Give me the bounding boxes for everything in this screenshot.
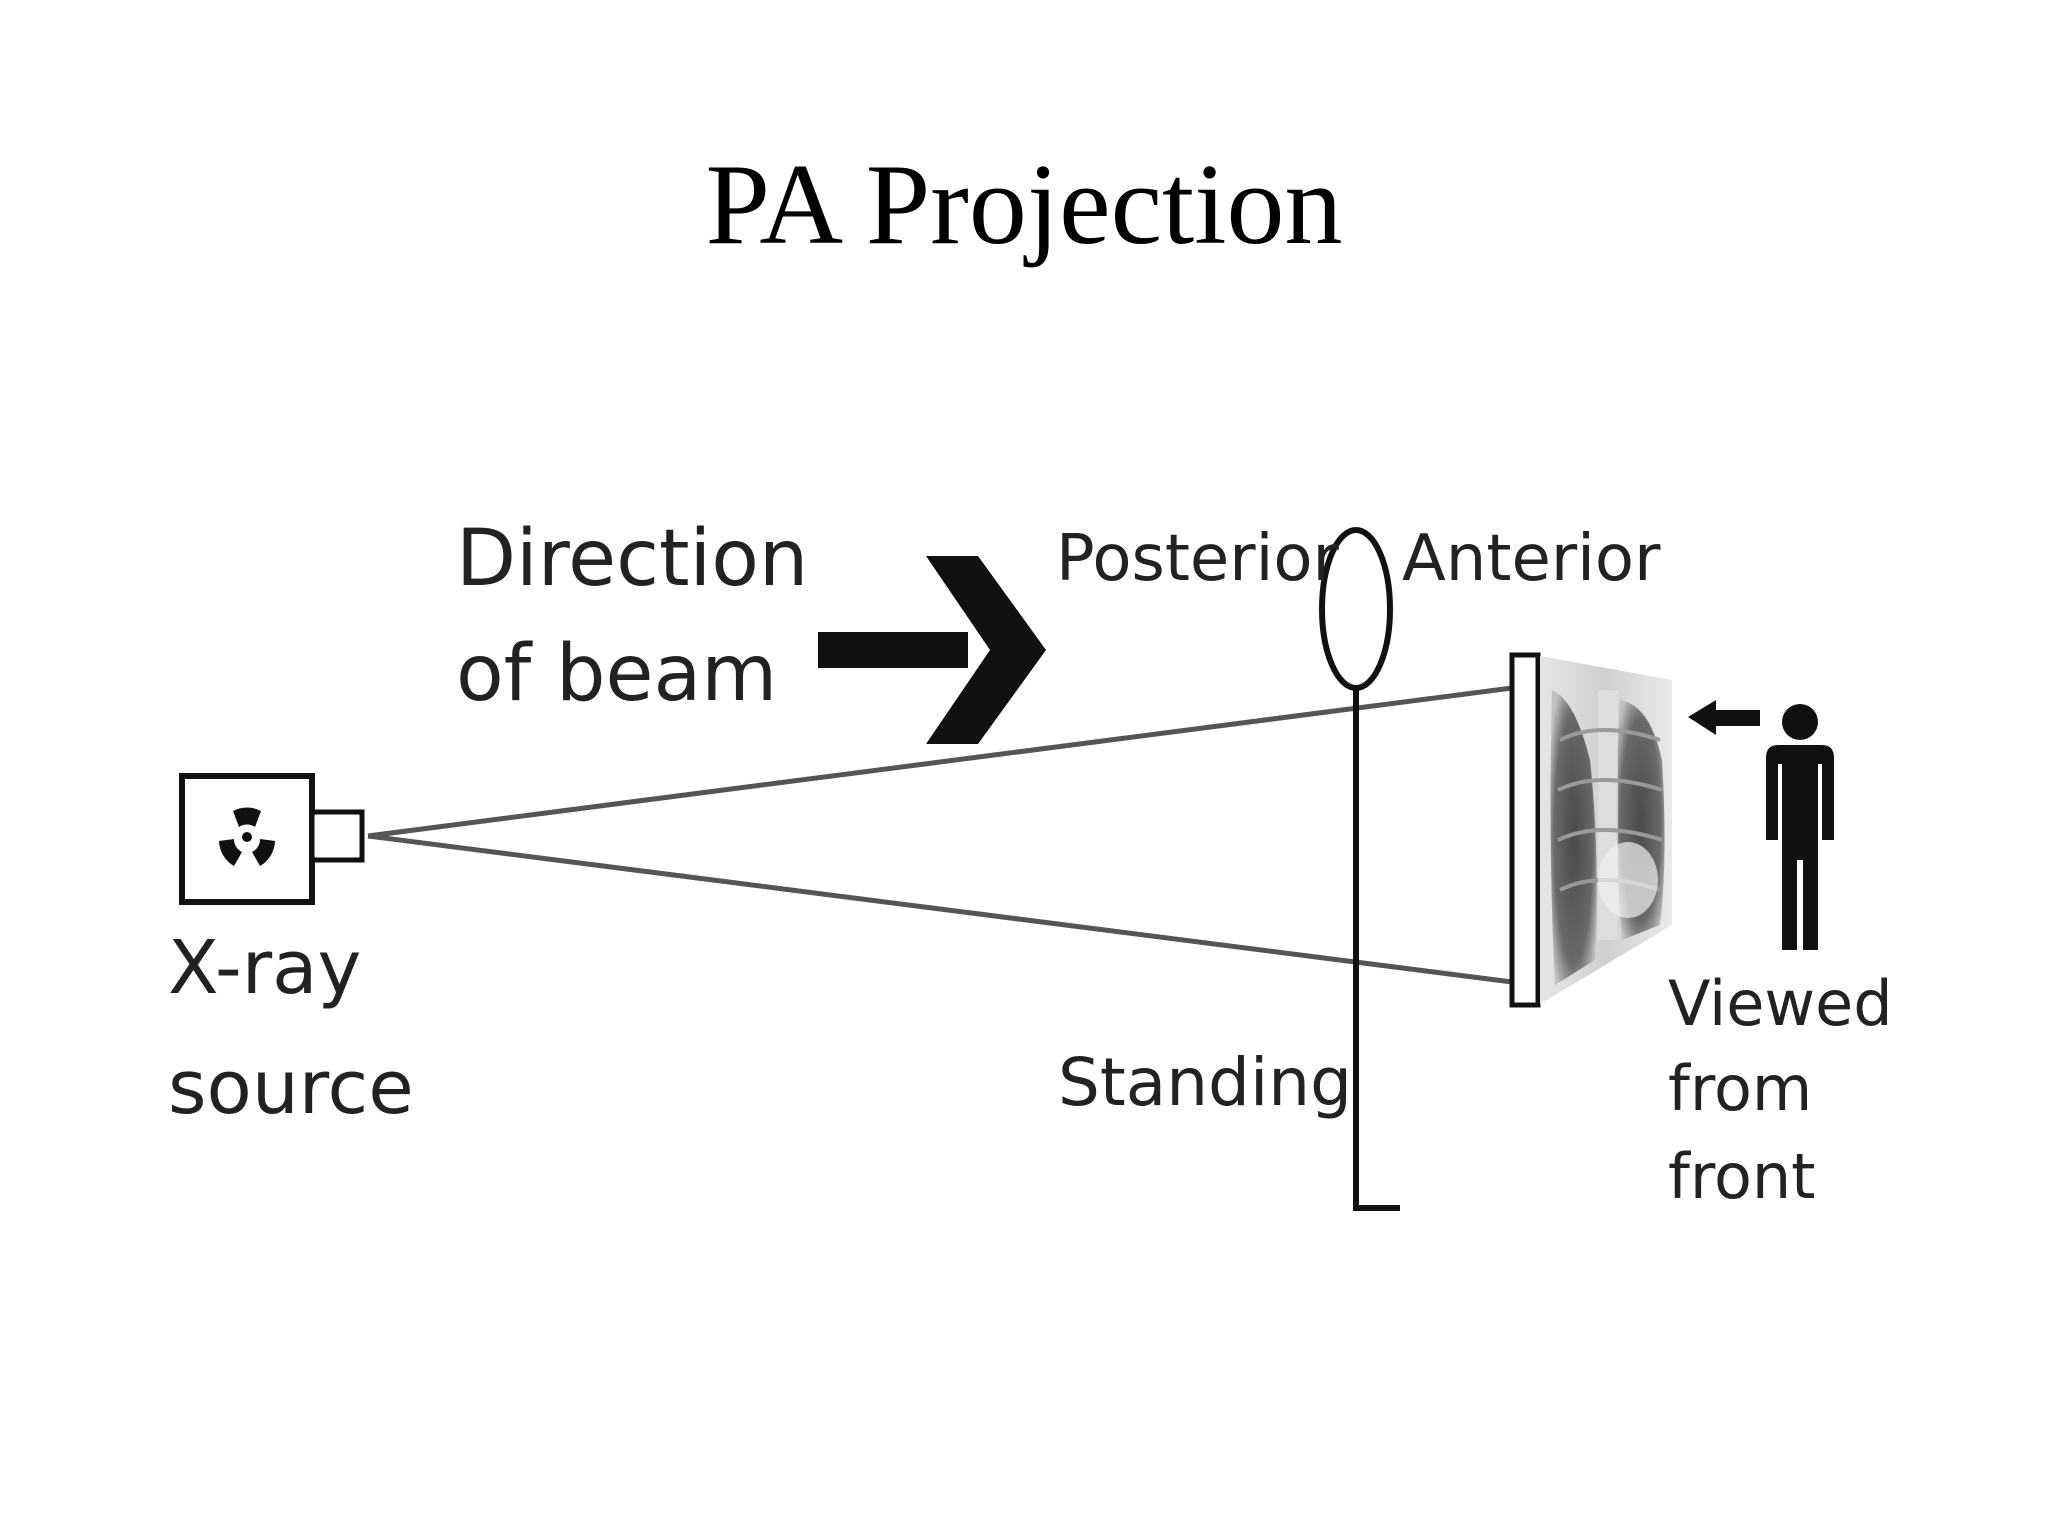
film-plate (1509, 652, 1672, 1008)
radiation-icon (219, 807, 275, 866)
posterior-label: Posterior (1056, 522, 1340, 596)
anterior-label: Anterior (1402, 522, 1661, 596)
direction-label-line1: Direction (456, 514, 808, 604)
xray-beam (367, 685, 1513, 985)
patient-figure (1319, 527, 1400, 1211)
arrow-right-icon (818, 556, 1046, 744)
person-icon (1766, 704, 1834, 950)
slide-title: PA Projection (705, 141, 1343, 269)
xray-label-line1: X-ray (168, 925, 361, 1011)
arrow-left-icon (1688, 700, 1760, 735)
xray-source (179, 773, 365, 905)
xray-label-line2: source (168, 1045, 414, 1131)
standing-label: Standing (1058, 1044, 1352, 1121)
chest-xray-image (1550, 690, 1665, 985)
viewed-label-line1: Viewed (1668, 967, 1893, 1040)
direction-label-line2: of beam (456, 629, 777, 719)
viewed-label-line3: front (1668, 1140, 1816, 1213)
viewed-label-line2: from (1668, 1052, 1812, 1125)
